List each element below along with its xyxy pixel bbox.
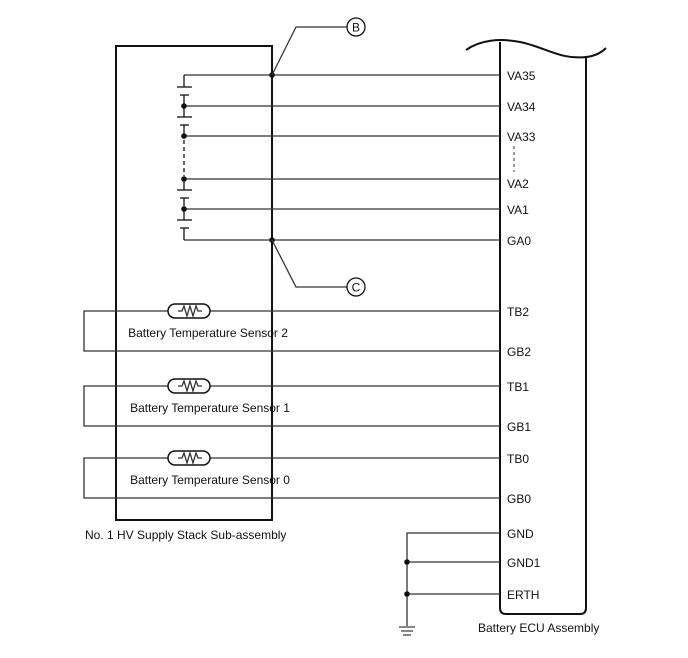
terminal-gnd1: GND1 [507, 556, 541, 570]
terminal-gnd: GND [507, 527, 534, 541]
terminal-tb0: TB0 [507, 452, 529, 466]
svg-text:C: C [352, 281, 361, 295]
svg-text:Battery Temperature Sensor 2: Battery Temperature Sensor 2 [128, 326, 288, 340]
voltage-wires [184, 74, 500, 241]
svg-text:Battery Temperature Sensor 1: Battery Temperature Sensor 1 [130, 401, 290, 415]
terminal-gb0: GB0 [507, 492, 531, 506]
terminal-ga0: GA0 [507, 234, 531, 248]
terminal-gb1: GB1 [507, 420, 531, 434]
sensor-1: Battery Temperature Sensor 1 [83, 378, 500, 427]
terminal-erth: ERTH [507, 588, 539, 602]
terminal-va2: VA2 [507, 177, 529, 191]
battery-cells-icon [177, 75, 192, 240]
terminal-va33: VA33 [507, 130, 536, 144]
ecu-terminals: VA35 VA34 VA33 VA2 VA1 GA0 TB2 GB2 TB1 G… [507, 69, 541, 602]
stack-label: No. 1 HV Supply Stack Sub-assembly [85, 528, 286, 542]
ground-icon [399, 626, 415, 636]
ecu-break-line [465, 39, 607, 59]
svg-text:Battery Temperature Sensor 0: Battery Temperature Sensor 0 [130, 473, 290, 487]
terminal-tb1: TB1 [507, 380, 529, 394]
terminal-gb2: GB2 [507, 345, 531, 359]
junction-dots [181, 72, 275, 243]
terminal-tb2: TB2 [507, 305, 529, 319]
ground-wiring [404, 532, 500, 626]
callout-c: C [271, 239, 366, 297]
sensor-0: Battery Temperature Sensor 0 [83, 450, 500, 499]
ecu-label: Battery ECU Assembly [478, 621, 599, 635]
svg-text:B: B [352, 21, 360, 35]
battery-ecu-box [499, 42, 587, 615]
terminal-va1: VA1 [507, 203, 529, 217]
callout-b: B [271, 17, 366, 76]
terminal-va35: VA35 [507, 69, 536, 83]
sensor-2: Battery Temperature Sensor 2 [83, 303, 500, 352]
terminal-va34: VA34 [507, 100, 536, 114]
hv-supply-stack-box [115, 45, 273, 521]
